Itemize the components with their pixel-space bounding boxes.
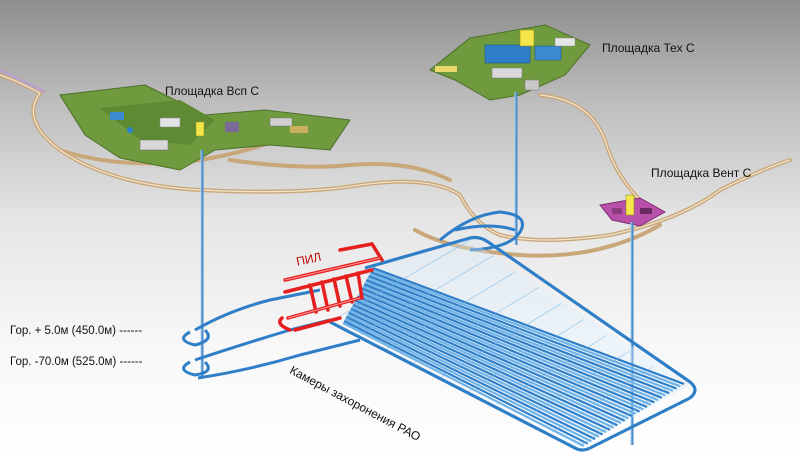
pil-lab-highlight — [284, 257, 381, 319]
chamber-tube — [371, 268, 681, 388]
perimeter-drift-east — [688, 380, 697, 400]
chamber-tube — [369, 273, 674, 392]
chamber-tube — [353, 301, 622, 425]
chamber-tube — [352, 303, 618, 427]
disposal-chambers — [329, 235, 697, 452]
chamber-tube — [343, 320, 589, 445]
site-vent — [599, 194, 667, 227]
chamber-tube — [359, 291, 641, 413]
chamber-cross-drift — [413, 287, 539, 364]
chamber-tube — [344, 317, 592, 443]
chamber-tube — [351, 305, 615, 429]
access-track — [0, 68, 46, 94]
chamber-tube — [362, 285, 652, 406]
chamber-tube — [355, 297, 629, 420]
connecting-tunnels — [182, 210, 524, 380]
chamber-tube — [366, 277, 666, 397]
chamber-tube — [368, 275, 670, 395]
label-site-aux: Площадка Всп С — [165, 84, 260, 98]
chamber-tube — [358, 293, 637, 415]
chamber-cross-drift — [468, 319, 585, 392]
label-level-upper: Гор. + 5.0м (450.0м) ------ — [10, 325, 143, 337]
chamber-tube — [370, 271, 677, 390]
chamber-cross-drift — [551, 366, 653, 433]
label-site-tech: Площадка Тех С — [602, 41, 695, 55]
chamber-tube — [361, 287, 648, 409]
surface-road-edge — [0, 74, 791, 241]
chamber-tube — [350, 307, 611, 431]
site-aux — [59, 84, 351, 171]
site-tech — [429, 24, 591, 101]
chamber-tube — [372, 266, 685, 386]
chamber-tube — [342, 322, 585, 447]
chamber-tube — [348, 311, 603, 436]
chamber-cross-drift — [385, 271, 516, 350]
label-level-lower: Гор. -70.0м (525.0м) ------ — [10, 356, 143, 368]
chamber-tube — [363, 283, 655, 404]
chamber-tube — [346, 313, 600, 438]
chamber-tube — [345, 315, 596, 441]
label-site-vent: Площадка Вент С — [651, 166, 752, 180]
chamber-tube — [360, 289, 644, 411]
chamber-cross-drift — [440, 303, 562, 378]
perimeter-drift-north — [364, 235, 691, 384]
chamber-cross-drift — [329, 239, 471, 323]
chamber-tube — [356, 295, 633, 418]
chamber-tube — [354, 299, 626, 422]
perimeter-drift-south — [329, 320, 691, 452]
chamber-tube — [349, 309, 607, 434]
chamber-cross-drift — [357, 255, 494, 337]
chamber-cross-drift — [579, 382, 676, 447]
chamber-cross-drift — [524, 350, 630, 419]
chamber-tube — [364, 281, 659, 402]
chamber-tube — [365, 279, 663, 399]
chamber-cross-drift — [496, 334, 607, 406]
